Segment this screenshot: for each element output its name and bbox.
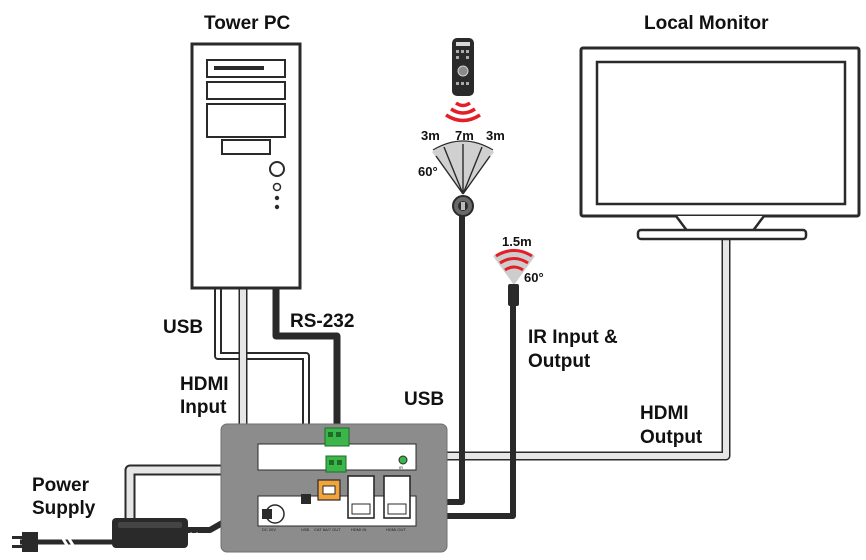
rs232-terminal [324, 427, 350, 473]
hdmi-in-connector [347, 475, 375, 519]
local-monitor [579, 46, 861, 241]
port-label-dc: DC 20V [262, 527, 276, 532]
local-monitor-label: Local Monitor [644, 13, 769, 34]
ir-emitter-distance: 1.5m [502, 234, 532, 249]
power-supply [112, 518, 188, 548]
port-label-usb: USB [301, 527, 310, 532]
power-supply-label-line1: Power [32, 475, 90, 496]
hdmi-input-label-line1: HDMI [180, 374, 229, 395]
hdmi-input-label-line2: Input [180, 397, 227, 418]
ir-angle: 60° [418, 164, 438, 179]
port-label-hdmi-in: HDMI IN [351, 527, 366, 532]
hdmi-out-connector [383, 475, 411, 519]
usb-port [301, 494, 311, 504]
ir-dist-left: 3m [421, 128, 440, 143]
extender-device: DC 20V USB CAT 6A/7 OUT HDMI IN HDMI OUT… [220, 423, 448, 553]
ir-emitter-coverage [493, 248, 535, 285]
tower-pc-label: Tower PC [204, 13, 290, 34]
usb-label-center: USB [404, 389, 445, 410]
port-label-hdmi-out: HDMI OUT [386, 527, 406, 532]
ir-signal-waves [445, 101, 481, 123]
rs232-cable [272, 288, 341, 428]
hdmi-output-label-line1: HDMI [640, 403, 689, 424]
ir-jack [398, 455, 408, 465]
ir-emitter-angle: 60° [524, 270, 544, 285]
ir-receiver-coverage [432, 140, 494, 195]
ir-dist-center: 7m [455, 128, 474, 143]
wall-plug-icon [12, 532, 38, 552]
port-label-catout: CAT 6A/7 OUT [314, 527, 341, 532]
hdmi-output-label-line2: Output [640, 427, 703, 448]
ethernet-port [317, 479, 341, 501]
dc-connector [262, 504, 285, 524]
ir-receiver [452, 195, 474, 217]
ir-io-label-line2: Output [528, 351, 591, 372]
remote-control [452, 38, 474, 96]
tower-pc [190, 42, 302, 290]
power-button-icon [269, 161, 285, 177]
ir-emitter [508, 284, 519, 306]
usb-label-left: USB [163, 317, 204, 338]
power-supply-label-line2: Supply [32, 498, 96, 519]
ir-io-label-line1: IR Input & [528, 327, 618, 348]
port-label-ir: IR [399, 465, 403, 470]
ir-dist-right: 3m [486, 128, 505, 143]
rs232-label: RS-232 [290, 311, 355, 332]
